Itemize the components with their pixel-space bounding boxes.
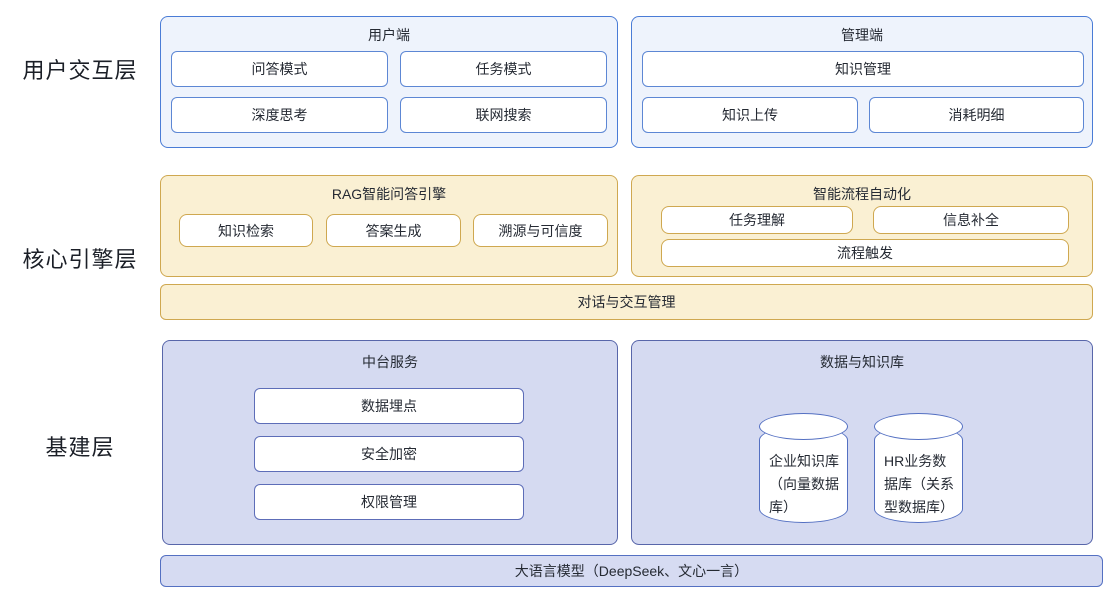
panel-user-client-title: 用户端: [368, 27, 410, 43]
database-hr-business: HR业务数据库（关系型数据库）: [874, 413, 963, 523]
database-hr-business-label: HR业务数据库（关系型数据库）: [884, 453, 954, 515]
node-qa-mode: 问答模式: [171, 51, 388, 87]
node-knowledge-upload: 知识上传: [642, 97, 858, 133]
panel-admin-client-title: 管理端: [841, 27, 883, 43]
panel-midplatform-services: 中台服务 数据埋点 安全加密 权限管理: [162, 340, 618, 545]
node-deep-thinking: 深度思考: [171, 97, 388, 133]
node-source-credibility: 溯源与可信度: [473, 214, 608, 247]
layer-label-infra: 基建层: [45, 435, 115, 460]
cylinder-top-ellipse: [874, 413, 963, 440]
layer-label-interaction: 用户交互层: [22, 58, 138, 83]
node-info-completion: 信息补全: [873, 206, 1069, 234]
panel-process-automation: 智能流程自动化 任务理解 信息补全 流程触发: [631, 175, 1093, 277]
node-process-trigger: 流程触发: [661, 239, 1069, 267]
panel-process-automation-title: 智能流程自动化: [813, 186, 911, 202]
node-task-understanding: 任务理解: [661, 206, 853, 234]
layer-label-engine: 核心引擎层: [22, 247, 138, 272]
node-answer-generation: 答案生成: [326, 214, 461, 247]
panel-admin-client: 管理端 知识管理 知识上传 消耗明细: [631, 16, 1093, 148]
cylinder-body: [874, 426, 963, 523]
bar-llm-foundation: 大语言模型（DeepSeek、文心一言）: [160, 555, 1103, 587]
panel-rag-engine: RAG智能问答引擎 知识检索 答案生成 溯源与可信度: [160, 175, 618, 277]
node-web-search: 联网搜索: [400, 97, 607, 133]
panel-data-knowledge-base: 数据与知识库 企业知识库（向量数据库） HR业务数据库（关系型数据库）: [631, 340, 1093, 545]
panel-data-knowledge-base-title: 数据与知识库: [820, 354, 904, 370]
node-data-tracking: 数据埋点: [254, 388, 524, 424]
panel-midplatform-title: 中台服务: [362, 354, 418, 370]
node-knowledge-retrieval: 知识检索: [179, 214, 313, 247]
database-enterprise-knowledge-label: 企业知识库（向量数据库）: [769, 453, 839, 515]
cylinder-top-ellipse: [759, 413, 848, 440]
node-task-mode: 任务模式: [400, 51, 607, 87]
panel-rag-engine-title: RAG智能问答引擎: [331, 186, 447, 202]
panel-user-client: 用户端 问答模式 任务模式 深度思考 联网搜索: [160, 16, 618, 148]
node-permission-management: 权限管理: [254, 484, 524, 520]
database-enterprise-knowledge: 企业知识库（向量数据库）: [759, 413, 848, 523]
node-security-encryption: 安全加密: [254, 436, 524, 472]
cylinder-body: [759, 426, 848, 523]
bar-dialog-interaction-management: 对话与交互管理: [160, 284, 1093, 320]
node-consumption-detail: 消耗明细: [869, 97, 1084, 133]
node-knowledge-management: 知识管理: [642, 51, 1084, 87]
